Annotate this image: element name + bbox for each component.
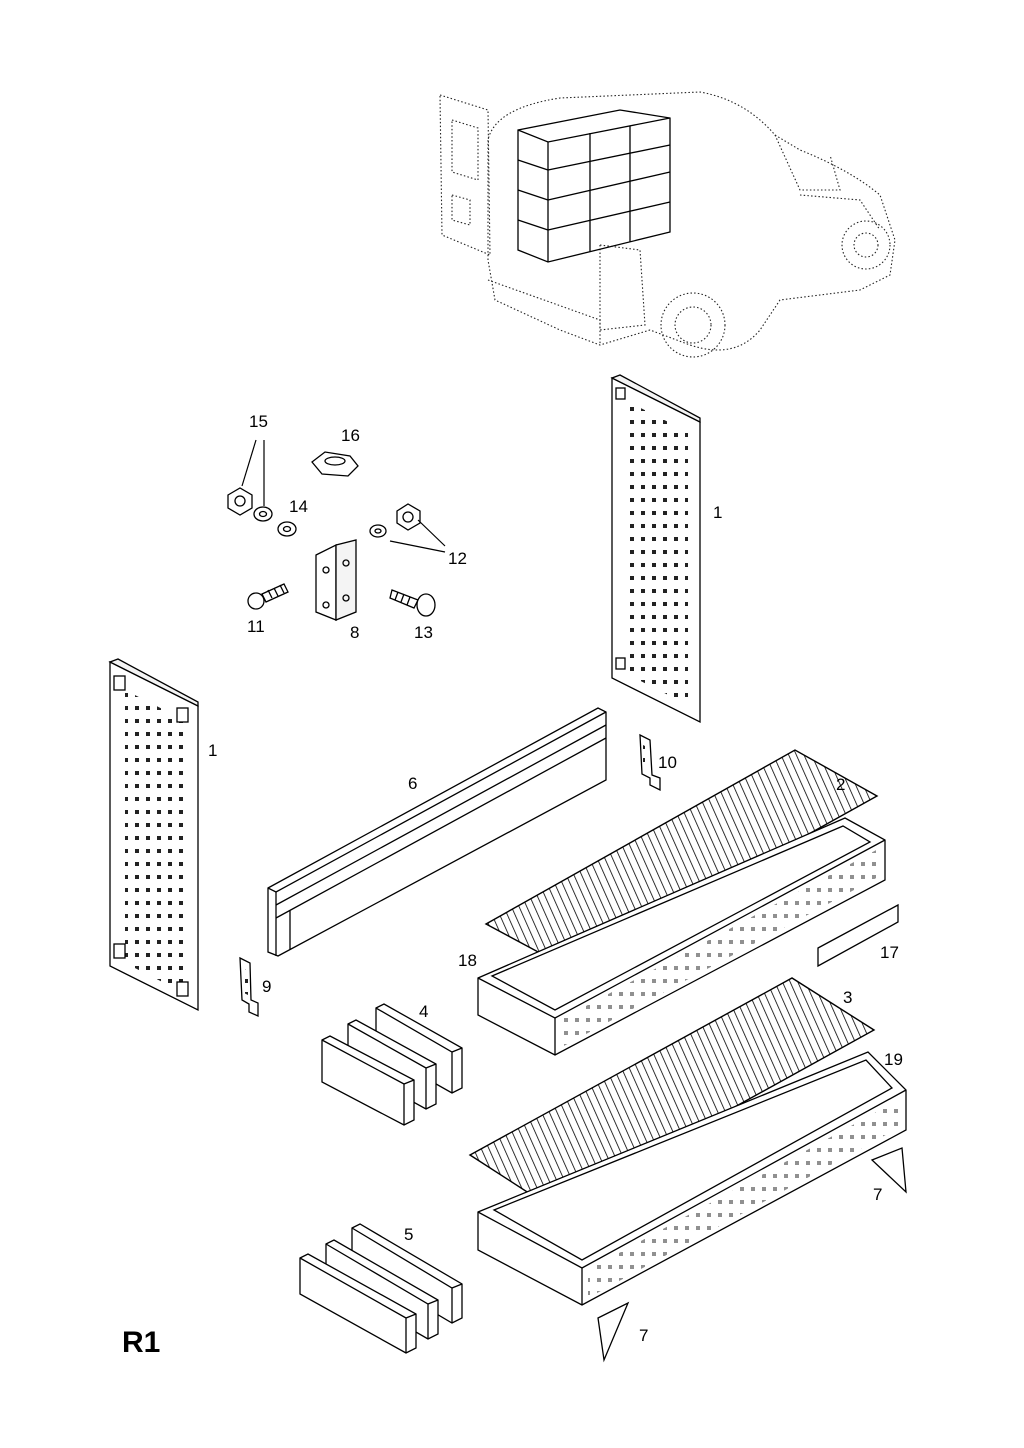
part-8-bracket: [315, 539, 357, 621]
part-17-strip: [817, 903, 899, 968]
diagram-code: R1: [122, 1326, 160, 1359]
part-7-wedge-right: [870, 1147, 907, 1194]
callout-7-bottom: 7: [639, 1326, 648, 1345]
van-illustration: [439, 91, 896, 358]
part-15-washer: [253, 506, 273, 522]
callout-6: 6: [408, 774, 417, 793]
callout-17: 17: [880, 943, 899, 962]
part-3-ribbed-mat: [468, 977, 876, 1209]
callout-1-left: 1: [208, 741, 217, 760]
part-14-washer: [277, 521, 297, 537]
callout-11: 11: [247, 617, 265, 636]
part-12-washer: [369, 524, 387, 538]
van-shelving: [517, 109, 671, 263]
part-18-tray: [477, 817, 886, 1056]
callout-12: 12: [448, 549, 467, 568]
callout-3: 3: [843, 988, 852, 1007]
part-19-tray: [477, 1051, 907, 1306]
part-7-wedge-bottom: [597, 1301, 630, 1363]
callout-2: 2: [836, 775, 845, 794]
callout-9: 9: [262, 977, 271, 996]
part-4-boards: [321, 1003, 463, 1126]
part-16-knob-nut: [311, 451, 359, 477]
callout-1-right: 1: [713, 503, 722, 522]
part-9-clip: [239, 956, 259, 1018]
part-12-nut: [396, 503, 421, 531]
part-13-bolt: [389, 589, 436, 617]
part-6-rail: [267, 707, 607, 957]
part-1-upright-left: [108, 658, 199, 1012]
callout-14: 14: [289, 497, 308, 516]
callout-7-right: 7: [873, 1185, 882, 1204]
part-15-nut: [227, 487, 253, 516]
callout-18: 18: [458, 951, 477, 970]
callout-4: 4: [419, 1002, 428, 1021]
callout-16: 16: [341, 426, 360, 445]
part-10-clip: [639, 733, 661, 792]
callout-19: 19: [884, 1050, 903, 1069]
callout-8: 8: [350, 623, 359, 642]
leader-lines: [241, 439, 446, 553]
callout-5: 5: [404, 1225, 413, 1244]
callout-15: 15: [249, 412, 268, 431]
part-11-bolt: [247, 583, 289, 610]
callout-13: 13: [414, 623, 433, 642]
part-5-boards: [299, 1223, 463, 1354]
part-1-upright-right: [610, 374, 701, 724]
callout-10: 10: [658, 753, 677, 772]
